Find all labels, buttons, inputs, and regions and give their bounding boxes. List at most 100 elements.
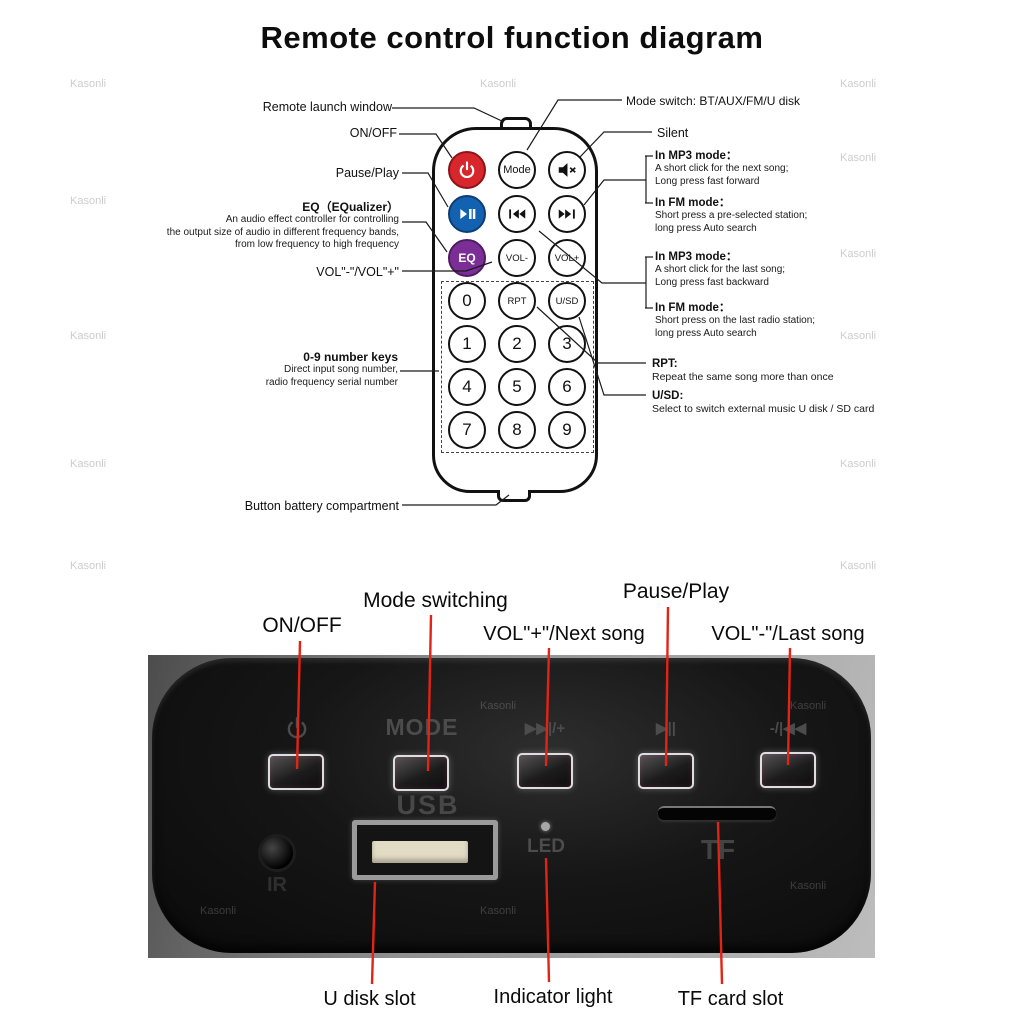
panel-next-glyph: ▶▶|/+ xyxy=(524,720,566,737)
usb-port-tongue xyxy=(372,841,468,863)
label-rpt-block: RPT: Repeat the same song more than once xyxy=(652,357,834,384)
label-eq-desc-2: the output size of audio in different fr… xyxy=(166,226,399,238)
label-mode-switch: Mode switch: BT/AUX/FM/U disk xyxy=(626,94,801,108)
digit-2-button: 2 xyxy=(498,325,536,363)
power-icon xyxy=(459,161,475,179)
panel-power-button xyxy=(268,754,324,790)
label-usd-block: U/SD: Select to switch external music U … xyxy=(652,389,874,416)
eq-button-label: EQ xyxy=(458,251,476,265)
previous-track-button xyxy=(498,195,536,233)
label-panel-mode: Mode switching xyxy=(363,589,508,612)
label-battery-compartment: Button battery compartment xyxy=(244,499,399,513)
label-eq-title: EQ（EQualizer） xyxy=(302,200,399,214)
label-eq-desc-3: from low frequency to high frequency xyxy=(235,239,399,250)
label-usd-title: U/SD: xyxy=(652,390,684,402)
label-prev-fm-line-2: long press Auto search xyxy=(655,327,757,339)
label-eq-block: EQ（EQualizer） An audio effect controller… xyxy=(167,200,399,252)
label-panel-on-off: ON/OFF xyxy=(262,614,342,637)
panel-mode-button xyxy=(393,755,449,791)
digit-4-label: 4 xyxy=(462,377,472,396)
label-pause-play: Pause/Play xyxy=(335,166,399,180)
mute-speaker-icon xyxy=(558,163,576,177)
label-next-fm-block: In FM mode： Short press a pre-selected s… xyxy=(655,196,807,235)
digit-3-label: 3 xyxy=(562,334,572,353)
panel-power-icon xyxy=(287,717,307,739)
label-next-mp3-block: In MP3 mode： A short click for the next … xyxy=(655,149,788,188)
panel-usb-glyph: USB xyxy=(396,790,460,820)
ir-receiver xyxy=(258,834,296,872)
label-on-off: ON/OFF xyxy=(349,126,397,140)
label-panel-vol-last: VOL"-"/Last song xyxy=(711,623,865,645)
usd-button: U/SD xyxy=(548,282,586,320)
label-number-keys-block: 0-9 number keys Direct input song number… xyxy=(266,350,398,389)
vol-plus-label: VOL+ xyxy=(554,252,580,264)
speaker-top-panel xyxy=(152,658,871,953)
digit-6-button: 6 xyxy=(548,368,586,406)
label-next-fm-line-2: long press Auto search xyxy=(655,222,757,234)
watermark: Kasonli xyxy=(70,560,107,572)
label-eq-desc-1: An audio effect controller for controlli… xyxy=(225,214,399,225)
label-silent: Silent xyxy=(657,126,689,140)
label-number-keys-title: 0-9 number keys xyxy=(303,350,398,364)
label-prev-mp3-title: In MP3 mode： xyxy=(655,251,738,263)
digit-4-button: 4 xyxy=(448,368,486,406)
mute-button xyxy=(548,151,586,189)
led-indicator xyxy=(541,822,550,831)
label-tf-card-slot: TF card slot xyxy=(677,988,784,1010)
label-prev-fm-block: In FM mode： Short press on the last radi… xyxy=(655,301,815,340)
label-prev-mp3-line-2: Long press fast backward xyxy=(655,276,769,288)
label-u-disk-slot: U disk slot xyxy=(323,988,416,1010)
digit-2-label: 2 xyxy=(512,334,522,353)
digit-7-label: 7 xyxy=(462,420,472,439)
rpt-label: RPT xyxy=(507,295,527,307)
panel-prev-glyph: -/|◀◀ xyxy=(769,720,807,737)
battery-compartment-tab xyxy=(497,490,531,502)
usd-label: U/SD xyxy=(555,295,579,307)
label-panel-pause-play: Pause/Play xyxy=(622,580,730,603)
label-prev-fm-line-1: Short press on the last radio station; xyxy=(655,315,816,326)
next-track-button xyxy=(548,195,586,233)
label-indicator-light: Indicator light xyxy=(493,986,613,1008)
watermark: Kasonli xyxy=(840,560,877,572)
label-next-mp3-line-1: A short click for the next song; xyxy=(655,163,789,174)
label-panel-vol-next: VOL"+"/Next song xyxy=(483,623,645,645)
play-pause-button xyxy=(448,195,486,233)
watermark: Kasonli xyxy=(70,458,107,470)
digit-7-button: 7 xyxy=(448,411,486,449)
label-next-fm-title: In FM mode： xyxy=(655,197,731,209)
watermark: Kasonli xyxy=(840,248,877,260)
next-track-icon xyxy=(558,209,575,219)
digit-9-button: 9 xyxy=(548,411,586,449)
label-next-fm-line-1: Short press a pre-selected station; xyxy=(655,210,808,221)
power-button xyxy=(448,151,486,189)
label-vol: VOL"-"/VOL"+" xyxy=(316,265,399,279)
vol-minus-label: VOL- xyxy=(505,252,529,264)
vol-minus-button: VOL- xyxy=(498,239,536,277)
label-usd-desc: Select to switch external music U disk /… xyxy=(652,403,875,415)
panel-next-vol-up-button xyxy=(517,753,573,789)
digit-0-label: 0 xyxy=(462,291,472,310)
label-number-keys-desc-1: Direct input song number, xyxy=(284,364,398,375)
label-prev-mp3-line-1: A short click for the last song; xyxy=(655,264,786,275)
mode-button-label: Mode xyxy=(503,164,531,176)
watermark: Kasonli xyxy=(840,458,877,470)
panel-tf-glyph: TF xyxy=(700,834,736,865)
panel-play-glyph: ▶|| xyxy=(656,720,676,737)
panel-play-pause-button xyxy=(638,753,694,789)
label-remote-launch-window: Remote launch window xyxy=(262,100,392,114)
vol-plus-button: VOL+ xyxy=(548,239,586,277)
watermark: Kasonli xyxy=(70,330,107,342)
watermark: Kasonli xyxy=(840,152,877,164)
panel-mode-glyph: MODE xyxy=(385,714,459,740)
label-rpt-desc: Repeat the same song more than once xyxy=(652,371,834,383)
digit-1-label: 1 xyxy=(462,334,472,353)
eq-button: EQ xyxy=(448,239,486,277)
label-prev-mp3-block: In MP3 mode： A short click for the last … xyxy=(655,250,785,289)
label-rpt-title: RPT: xyxy=(652,358,678,370)
digit-8-label: 8 xyxy=(512,420,522,439)
rpt-button: RPT xyxy=(498,282,536,320)
digit-0-button: 0 xyxy=(448,282,486,320)
panel-ir-glyph: IR xyxy=(267,874,287,896)
digit-1-button: 1 xyxy=(448,325,486,363)
